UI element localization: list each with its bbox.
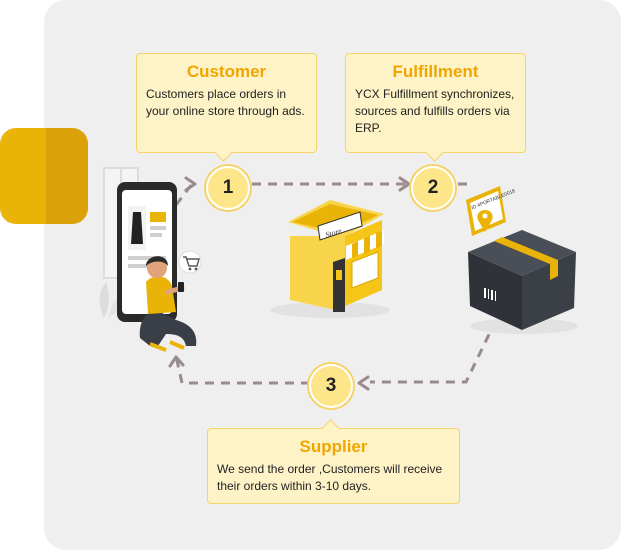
customer-description: Customers place orders in your online st… bbox=[146, 87, 305, 118]
supplier-title: Supplier bbox=[299, 437, 368, 456]
fulfillment-card: Fulfillment YCX Fulfillment synchronizes… bbox=[345, 53, 526, 162]
arrow-3-to-customer bbox=[174, 355, 310, 385]
supplier-card: Supplier We send the order ,Customers wi… bbox=[207, 419, 460, 504]
fulfillment-description: YCX Fulfillment synchronizes, sources an… bbox=[355, 87, 515, 135]
fulfillment-title: Fulfillment bbox=[392, 62, 479, 81]
arrowhead-3 bbox=[357, 375, 370, 391]
arrowhead-1 bbox=[184, 176, 197, 192]
arrowhead-2 bbox=[398, 176, 411, 192]
customer-title: Customer bbox=[186, 62, 267, 81]
step-2-badge: 2 bbox=[411, 166, 455, 210]
arrowhead-4 bbox=[168, 355, 185, 368]
step-1-badge: 1 bbox=[206, 166, 250, 210]
step-3-badge: 3 bbox=[309, 364, 353, 408]
supplier-description: We send the order ,Customers will receiv… bbox=[217, 462, 443, 493]
arrow-box-to-3 bbox=[370, 319, 498, 384]
side-tab-decoration bbox=[0, 128, 88, 224]
customer-card: Customer Customers place orders in your … bbox=[136, 53, 317, 162]
